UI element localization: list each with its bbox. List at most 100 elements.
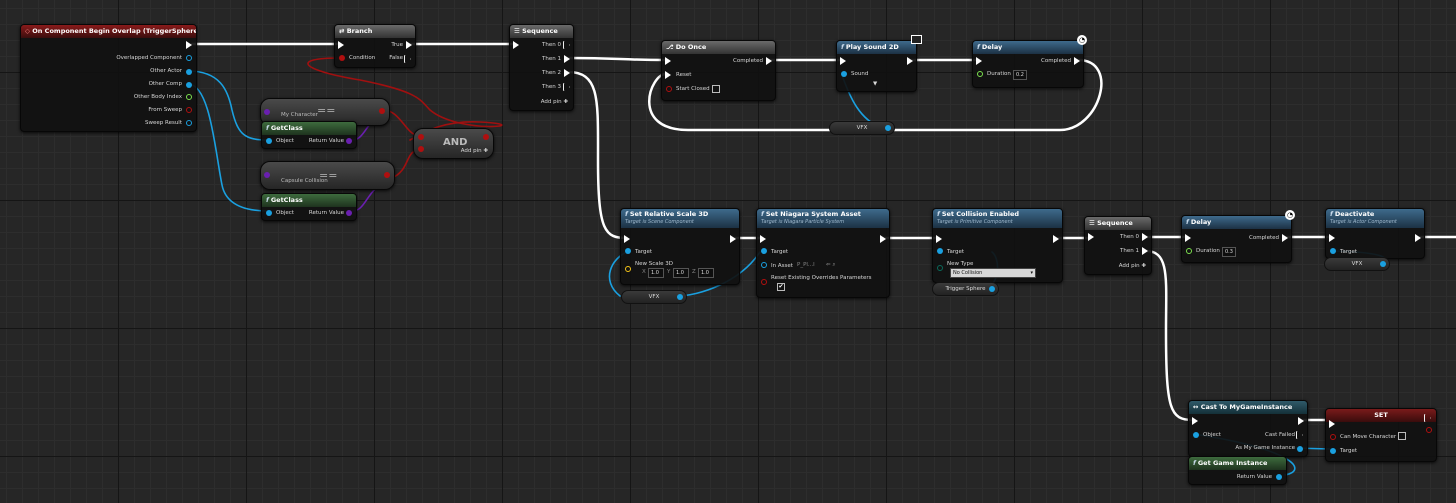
asset-dropdown[interactable]: P_Pl...l [797, 262, 815, 268]
class-pin[interactable] [264, 172, 270, 178]
add-pin-button[interactable]: Add pin ✚ [541, 99, 568, 105]
exec-in-pin[interactable] [624, 235, 630, 243]
can-move-character-checkbox[interactable] [1398, 432, 1406, 440]
exec-out-pin[interactable] [406, 41, 412, 49]
exec-in-pin[interactable] [1088, 233, 1094, 241]
exec-out-pin[interactable] [1142, 233, 1148, 241]
exec-in-pin[interactable] [840, 57, 846, 65]
bool-pin[interactable] [418, 134, 424, 140]
object-pin[interactable] [186, 69, 192, 75]
bool-pin[interactable] [186, 107, 192, 113]
exec-out-pin[interactable] [1296, 431, 1303, 439]
class-pin[interactable] [264, 109, 270, 115]
object-pin[interactable] [885, 125, 891, 131]
exec-out-pin[interactable] [564, 69, 570, 77]
vector-pin[interactable] [625, 266, 631, 272]
chevron-down-icon[interactable]: ▼ [873, 81, 878, 87]
vfx-variable-node[interactable]: VFX [829, 121, 895, 135]
bool-pin[interactable] [379, 108, 385, 114]
exec-in-pin[interactable] [760, 235, 766, 243]
exec-out-pin[interactable] [563, 41, 570, 49]
trigger-sphere-variable-node[interactable]: Trigger Sphere [932, 282, 999, 296]
object-pin[interactable] [266, 210, 272, 216]
bool-pin[interactable] [339, 55, 345, 61]
bool-pin[interactable] [1426, 427, 1432, 433]
exec-out-pin[interactable] [1074, 57, 1080, 65]
float-pin[interactable] [1186, 248, 1192, 254]
class-pin[interactable] [346, 210, 352, 216]
vfx-variable-node[interactable]: VFX [1324, 257, 1390, 271]
exec-in-pin[interactable] [338, 41, 344, 49]
object-pin[interactable] [677, 294, 683, 300]
scale-x-input[interactable]: 1.0 [648, 268, 664, 278]
exec-in-pin[interactable] [665, 57, 671, 65]
reset-overrides-checkbox[interactable]: ✔ [777, 283, 785, 291]
cast-to-mygameinstance-node[interactable]: ↔ Cast To MyGameInstance Object Cast Fai… [1188, 400, 1308, 457]
object-pin[interactable] [989, 286, 995, 292]
bool-pin[interactable] [384, 172, 390, 178]
add-pin-button[interactable]: Add pin ✚ [461, 148, 488, 154]
set-can-move-character-node[interactable]: SET Can Move Character Target [1325, 408, 1437, 462]
exec-out-pin[interactable] [1053, 235, 1059, 243]
exec-out-pin[interactable] [907, 57, 913, 65]
exec-out-pin[interactable] [1142, 247, 1148, 255]
object-pin[interactable] [1297, 446, 1303, 452]
exec-out-pin[interactable] [880, 235, 886, 243]
exec-in-pin[interactable] [1329, 420, 1335, 428]
class-pin[interactable] [346, 138, 352, 144]
bool-pin[interactable] [418, 146, 424, 152]
object-pin[interactable] [1380, 261, 1386, 267]
exec-out-pin[interactable] [186, 41, 192, 49]
scale-y-input[interactable]: 1.0 [673, 268, 689, 278]
bool-pin[interactable] [1330, 434, 1336, 440]
duration-input[interactable]: 0.3 [1222, 247, 1236, 257]
float-pin[interactable] [977, 71, 983, 77]
object-pin[interactable] [1330, 448, 1336, 454]
exec-out-pin[interactable] [404, 55, 411, 63]
object-pin[interactable] [1330, 248, 1336, 254]
equal-node[interactable]: Capsule Collision == [260, 161, 395, 190]
collision-type-dropdown[interactable]: No Collision▾ [950, 268, 1036, 278]
object-pin[interactable] [625, 248, 631, 254]
exec-out-pin[interactable] [563, 83, 570, 91]
sequence-node[interactable]: ☰ Sequence Then 0 Then 1 Add pin ✚ [1084, 216, 1152, 275]
exec-in-pin[interactable] [936, 235, 942, 243]
exec-in-pin[interactable] [1192, 417, 1198, 425]
start-closed-checkbox[interactable] [712, 85, 720, 93]
object-pin[interactable] [266, 138, 272, 144]
sequence-node[interactable]: ☰ Sequence Then 0 Then 1 Then 2 Then 3 A… [509, 24, 574, 111]
object-pin[interactable] [937, 248, 943, 254]
object-pin[interactable] [1276, 474, 1282, 480]
duration-input[interactable]: 0.2 [1013, 70, 1027, 80]
event-begin-overlap-node[interactable]: ◇ On Component Begin Overlap (TriggerSph… [20, 24, 197, 132]
exec-out-pin[interactable] [1298, 417, 1304, 425]
vfx-variable-node[interactable]: VFX [621, 290, 687, 304]
enum-pin[interactable] [937, 265, 943, 271]
object-pin[interactable] [841, 71, 847, 77]
object-pin[interactable] [761, 248, 767, 254]
exec-out-pin[interactable] [564, 55, 570, 63]
exec-in-pin[interactable] [1185, 234, 1191, 242]
exec-in-pin[interactable] [513, 41, 519, 49]
scale-z-input[interactable]: 1.0 [698, 268, 714, 278]
asset-use-icon[interactable]: ⇐ ⌕ [826, 262, 836, 268]
and-node[interactable]: AND Add pin ✚ [413, 128, 494, 159]
branch-node[interactable]: ⇄ Branch True Condition False [334, 24, 416, 68]
exec-out-pin[interactable] [766, 57, 772, 65]
exec-out-pin[interactable] [730, 235, 736, 243]
add-pin-button[interactable]: Add pin ✚ [1119, 263, 1146, 269]
exec-in-pin[interactable] [1329, 234, 1335, 242]
bool-pin[interactable] [666, 86, 672, 92]
bool-pin[interactable] [761, 279, 767, 285]
do-once-node[interactable]: ⎇ Do Once Completed Reset Start Closed [661, 40, 776, 101]
